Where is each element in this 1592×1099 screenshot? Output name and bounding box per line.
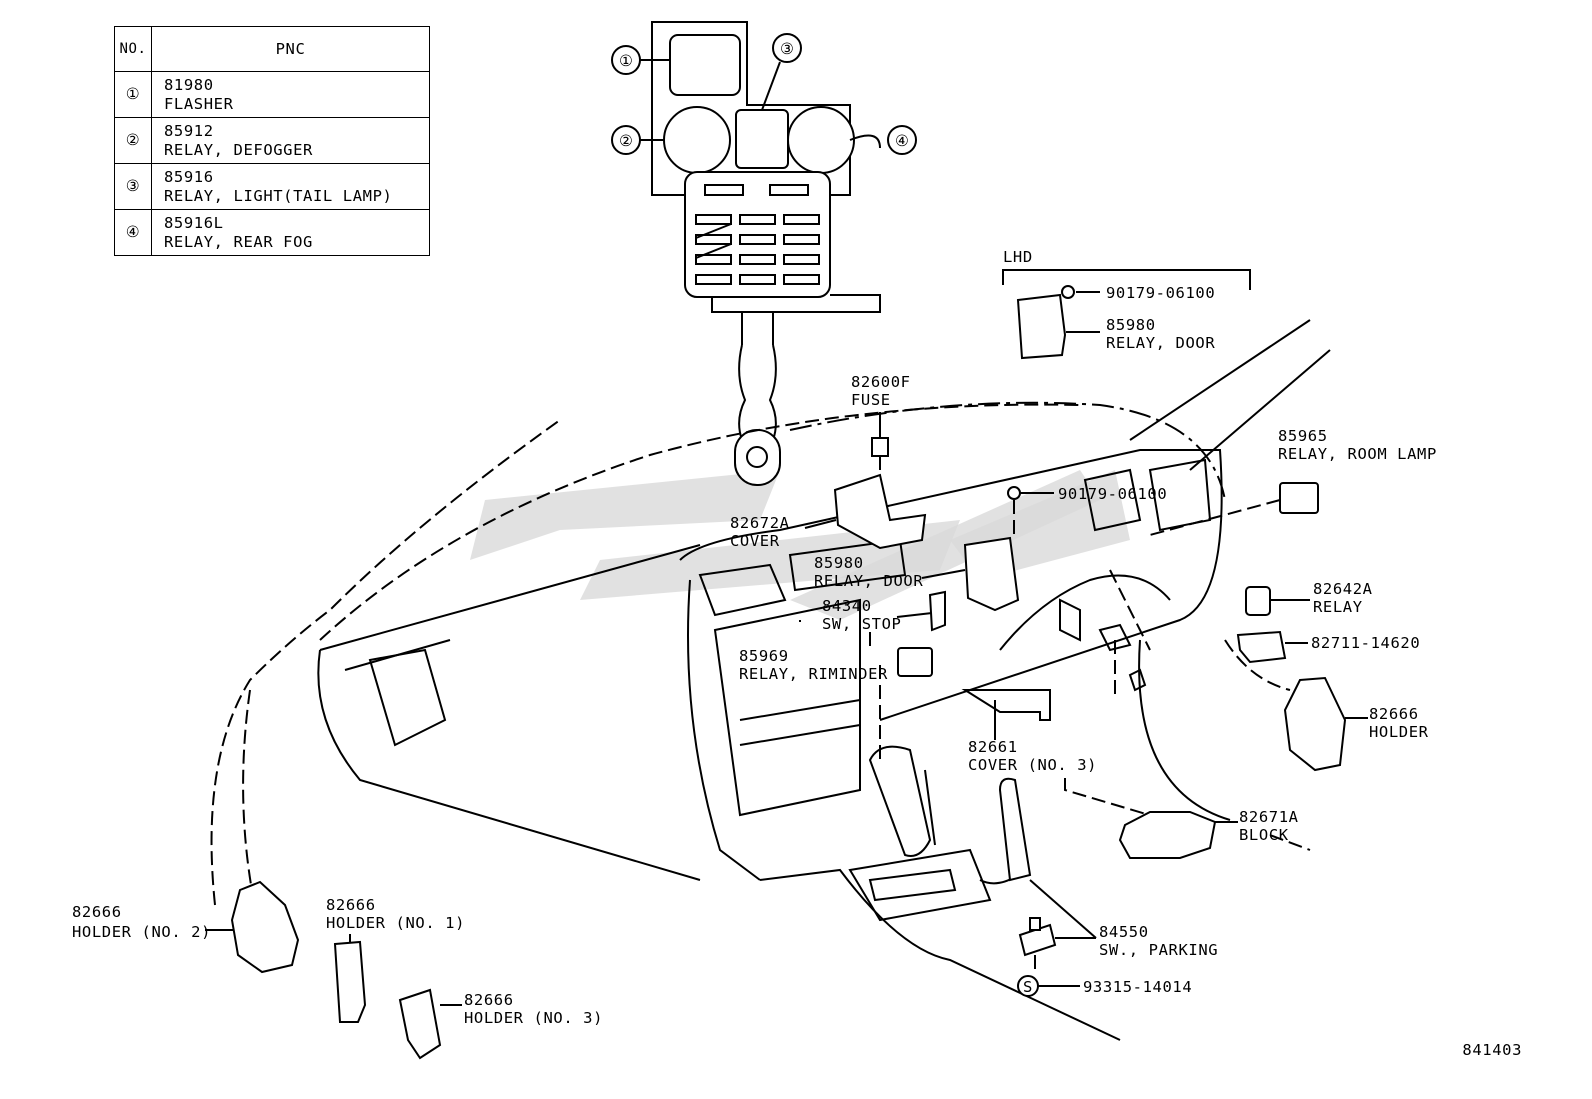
part-82642a-number: 82642A xyxy=(1313,580,1373,598)
part-82671a-number: 82671A xyxy=(1239,808,1299,826)
part-82672a-name: COVER xyxy=(730,532,780,550)
lhd-group: LHD 90179-06100 85980 RELAY, DOOR xyxy=(1002,248,1251,360)
part-82600f-number: 82600F xyxy=(851,373,911,391)
part-82666-no2-number: 82666 xyxy=(72,903,122,921)
part-90179-lhd-number: 90179-06100 xyxy=(1106,284,1215,302)
callout-3: ③ xyxy=(761,33,802,111)
part-85969-group: 85969 RELAY, RIMINDER xyxy=(739,647,933,760)
legend-header-no: NO. xyxy=(114,26,152,72)
part-93315-marker: S xyxy=(1023,978,1033,996)
part-82666-no1-number: 82666 xyxy=(326,896,376,914)
dashboard-outline xyxy=(210,319,1331,1041)
part-93315-group: S 93315-14014 xyxy=(1017,975,1192,997)
part-82671a-name: BLOCK xyxy=(1239,826,1289,844)
part-84340-group: 84340 SW, STOP xyxy=(822,590,946,650)
part-82666-no3-number: 82666 xyxy=(464,991,514,1009)
legend-row: ② 85912 RELAY, DEFOGGER xyxy=(114,117,430,164)
legend-row-part: 85912 RELAY, DEFOGGER xyxy=(151,117,430,164)
legend-row-part: 85916 RELAY, LIGHT(TAIL LAMP) xyxy=(151,163,430,210)
part-82671a-group: 82671A BLOCK xyxy=(1118,808,1311,859)
legend-header-pnc: PNC xyxy=(151,26,430,72)
part-85965-number: 85965 xyxy=(1278,427,1328,445)
part-82666-no1-group: 82666 HOLDER (NO. 1) xyxy=(326,896,465,1023)
part-84550-name: SW., PARKING xyxy=(1099,941,1218,959)
legend-part-number: 85916 xyxy=(164,167,214,186)
legend-part-number: 85916L xyxy=(164,213,224,232)
part-84340-name: SW, STOP xyxy=(822,615,901,633)
callout-1: ① xyxy=(611,45,670,75)
part-82666-holder-number: 82666 xyxy=(1369,705,1419,723)
legend-part-number: 85912 xyxy=(164,121,214,140)
part-85980-lhd-name: RELAY, DOOR xyxy=(1106,334,1215,352)
legend-header-row: NO. PNC xyxy=(114,26,430,72)
part-85965-group: 85965 RELAY, ROOM LAMP xyxy=(1149,427,1437,536)
part-82711-number: 82711-14620 xyxy=(1311,634,1420,652)
part-82642a-group: 82642A RELAY 82711-14620 xyxy=(1224,580,1420,691)
lhd-label: LHD xyxy=(1003,248,1033,266)
part-82666-no1-name: HOLDER (NO. 1) xyxy=(326,914,465,932)
legend-part-name: RELAY, LIGHT(TAIL LAMP) xyxy=(164,186,393,205)
part-84550-number: 84550 xyxy=(1099,923,1149,941)
callout-1-label: ① xyxy=(619,52,634,70)
legend-part-name: FLASHER xyxy=(164,94,234,113)
part-90179-group: 90179-06100 xyxy=(1007,485,1167,540)
part-82661-number: 82661 xyxy=(968,738,1018,756)
part-85980-lhd-number: 85980 xyxy=(1106,316,1156,334)
parts-legend-table: NO. PNC ① 81980 FLASHER ② 85912 RELAY, D… xyxy=(114,26,430,256)
part-85980-name: RELAY, DOOR xyxy=(814,572,923,590)
part-82672a-number: 82672A xyxy=(730,514,790,532)
part-82666-holder-name: HOLDER xyxy=(1369,723,1429,741)
part-82672a-cover-group: 82672A COVER 85980 RELAY, DOOR xyxy=(730,456,1020,612)
part-82600f-fuse: 82600F FUSE xyxy=(851,373,911,457)
part-85969-number: 85969 xyxy=(739,647,789,665)
callout-2: ② xyxy=(611,125,664,155)
legend-row-number: ④ xyxy=(114,209,152,256)
legend-row-number: ② xyxy=(114,117,152,164)
diagram-reference-code: 841403 xyxy=(1462,1041,1522,1059)
part-85980-number: 85980 xyxy=(814,554,864,572)
part-82666-holder-group: 82666 HOLDER xyxy=(1283,676,1429,772)
part-82666-no3-name: HOLDER (NO. 3) xyxy=(464,1009,603,1027)
callout-4-label: ④ xyxy=(895,132,910,150)
part-82666-no2-group: 82666 HOLDER (NO. 2) xyxy=(72,880,300,974)
part-85965-name: RELAY, ROOM LAMP xyxy=(1278,445,1437,463)
legend-part-number: 81980 xyxy=(164,75,214,94)
callout-2-label: ② xyxy=(619,132,634,150)
legend-row: ④ 85916L RELAY, REAR FOG xyxy=(114,209,430,256)
legend-row-part: 85916L RELAY, REAR FOG xyxy=(151,209,430,256)
part-82642a-name: RELAY xyxy=(1313,598,1363,616)
part-90179-number: 90179-06100 xyxy=(1058,485,1167,503)
legend-row-number: ③ xyxy=(114,163,152,210)
part-93315-number: 93315-14014 xyxy=(1083,978,1192,996)
part-82661-name: COVER (NO. 3) xyxy=(968,756,1097,774)
callout-3-label: ③ xyxy=(780,40,795,58)
part-84340-number: 84340 xyxy=(822,597,872,615)
part-82666-no3-group: 82666 HOLDER (NO. 3) xyxy=(398,988,603,1060)
callout-4: ④ xyxy=(887,125,917,155)
part-82600f-name: FUSE xyxy=(851,391,891,409)
part-82666-no2-name: HOLDER (NO. 2) xyxy=(72,923,211,941)
legend-part-name: RELAY, REAR FOG xyxy=(164,232,313,251)
part-84550-group: 84550 SW., PARKING xyxy=(1018,879,1218,975)
legend-row: ③ 85916 RELAY, LIGHT(TAIL LAMP) xyxy=(114,163,430,210)
legend-part-name: RELAY, DEFOGGER xyxy=(164,140,313,159)
part-85969-name: RELAY, RIMINDER xyxy=(739,665,888,683)
